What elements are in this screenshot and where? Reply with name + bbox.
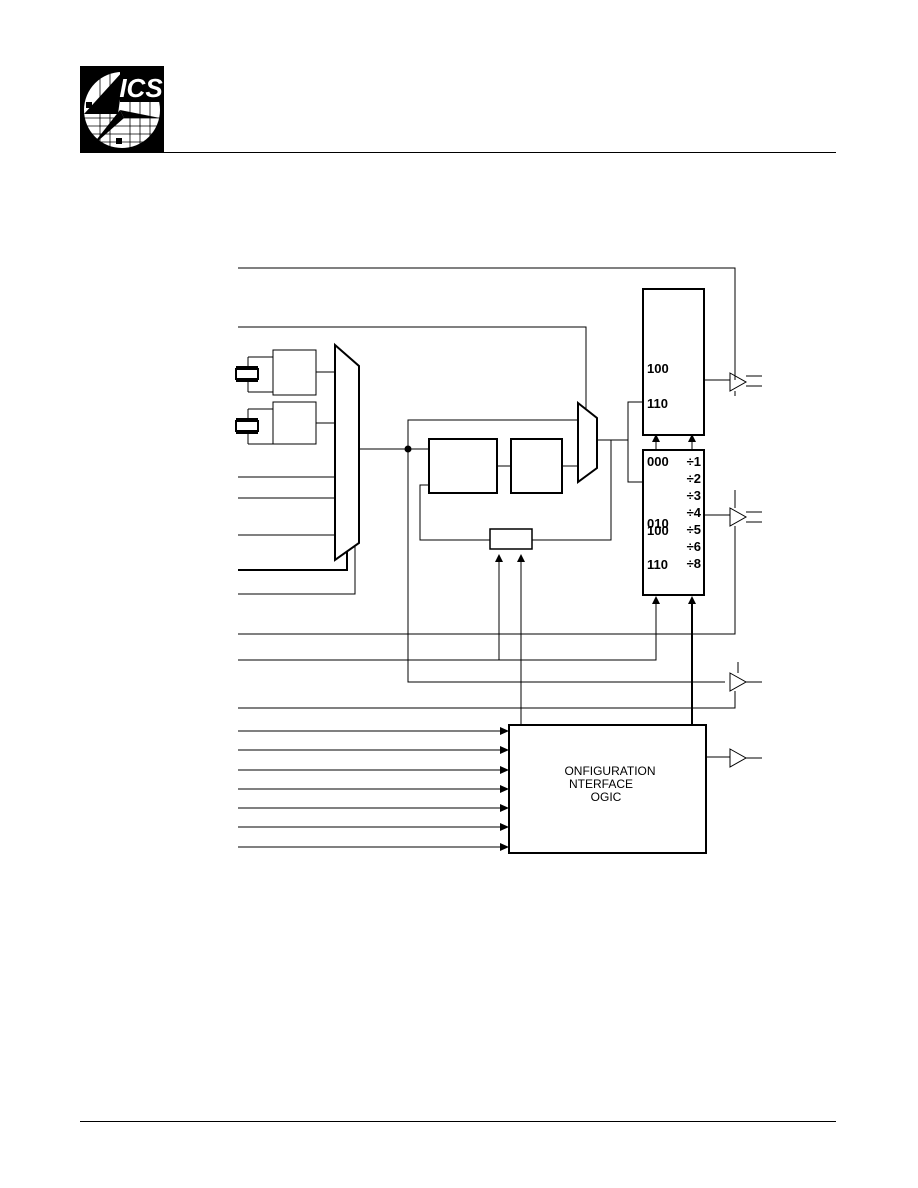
output-select-block bbox=[642, 288, 705, 436]
div-code-010: 010 bbox=[647, 516, 669, 531]
ratio-2: ÷2 bbox=[687, 471, 701, 486]
output-divider-block bbox=[642, 449, 705, 596]
footer-rule bbox=[80, 1121, 836, 1122]
input-mux bbox=[334, 342, 360, 562]
ics-logo: ICS bbox=[80, 66, 164, 152]
config-label-line2: NTERFACE bbox=[569, 777, 633, 791]
ratio-4: ÷4 bbox=[687, 505, 702, 520]
div-code-110: 110 bbox=[647, 557, 668, 572]
output-buffer-3 bbox=[729, 672, 748, 692]
ref-line bbox=[238, 326, 587, 410]
crystal-2 bbox=[235, 408, 273, 445]
sel-code-110: 110 bbox=[647, 396, 668, 411]
logo-text: ICS bbox=[119, 73, 163, 103]
feedback-divider bbox=[489, 528, 533, 550]
ratio-1: ÷1 bbox=[687, 454, 701, 469]
ratio-6: ÷6 bbox=[687, 539, 701, 554]
sel-code-100: 100 bbox=[647, 361, 669, 376]
osc-block-2 bbox=[272, 401, 317, 445]
pll-mux bbox=[577, 400, 598, 484]
header-rule bbox=[80, 152, 836, 153]
config-label-line3: OGIC bbox=[591, 790, 622, 804]
config-label-line1: ONFIGURATION bbox=[564, 764, 655, 778]
ratio-8: ÷8 bbox=[687, 556, 701, 571]
div-code-100: 100 bbox=[647, 523, 669, 538]
ratio-5: ÷5 bbox=[687, 522, 701, 537]
output-buffer-1 bbox=[729, 372, 748, 392]
div-code-000: 000 bbox=[647, 454, 669, 469]
output-buffer-4 bbox=[729, 748, 748, 768]
output-buffer-2 bbox=[729, 507, 748, 527]
crystal-1 bbox=[235, 356, 273, 393]
phase-detector-block bbox=[428, 438, 498, 494]
ratio-3: ÷3 bbox=[687, 488, 701, 503]
osc-block-1 bbox=[272, 349, 317, 396]
bypass-line bbox=[238, 267, 736, 380]
vco-block bbox=[510, 438, 563, 494]
